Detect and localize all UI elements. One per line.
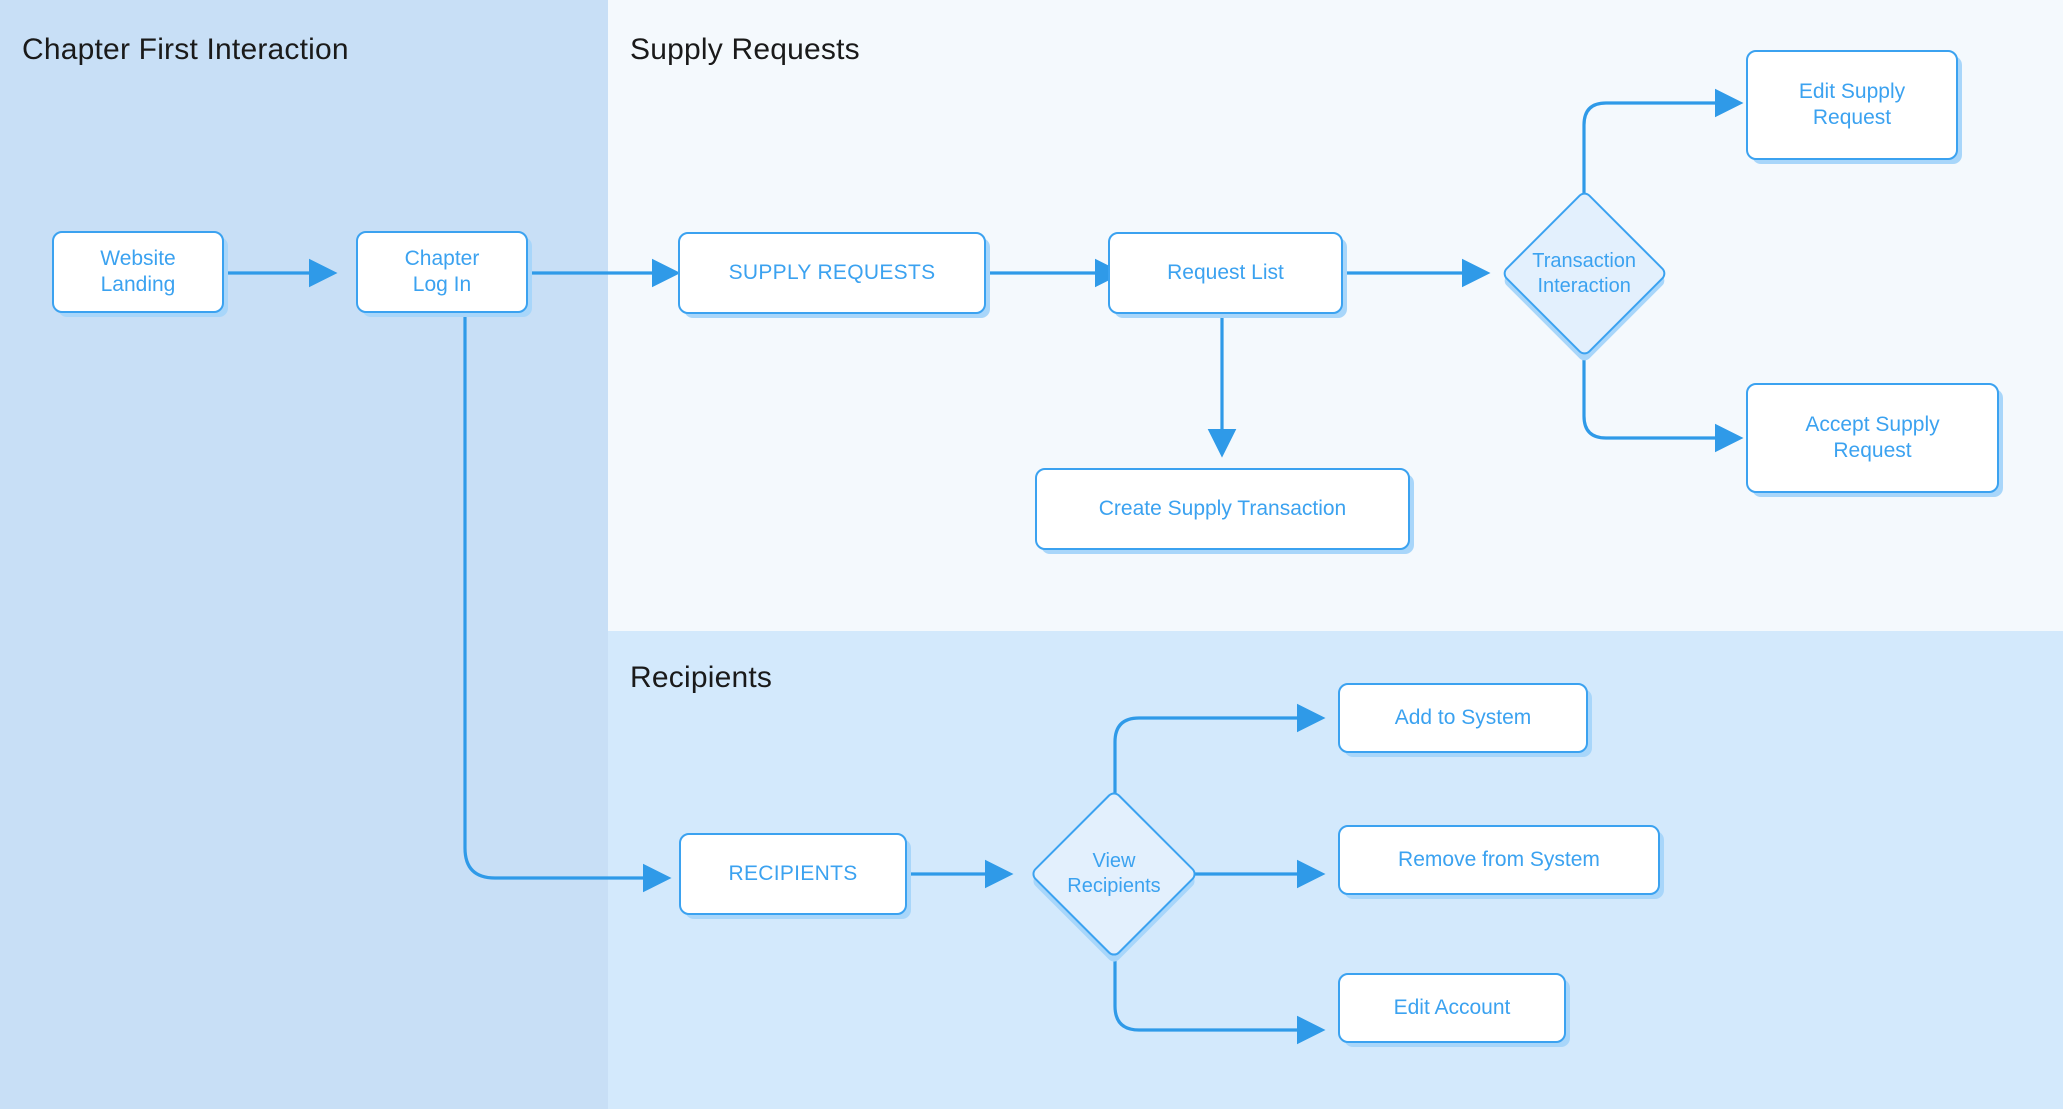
node-view-recipients-label: View Recipients	[1067, 850, 1161, 897]
panel-title-chapter-first-interaction: Chapter First Interaction	[22, 33, 349, 66]
node-website-landing[interactable]: Website Landing	[52, 231, 224, 313]
node-remove-from-system[interactable]: Remove from System	[1338, 825, 1660, 895]
panel-chapter-first-interaction	[0, 0, 608, 1109]
node-edit-account[interactable]: Edit Account	[1338, 973, 1566, 1043]
node-transaction-interaction-label: Transaction Interaction	[1532, 249, 1637, 297]
node-accept-supply-request[interactable]: Accept Supply Request	[1746, 383, 1999, 493]
node-request-list[interactable]: Request List	[1108, 232, 1343, 314]
node-recipients[interactable]: RECIPIENTS	[679, 833, 907, 915]
node-supply-requests[interactable]: SUPPLY REQUESTS	[678, 232, 986, 314]
panel-title-supply-requests: Supply Requests	[630, 33, 860, 66]
node-edit-supply-request[interactable]: Edit Supply Request	[1746, 50, 1958, 160]
node-chapter-log-in[interactable]: Chapter Log In	[356, 231, 528, 313]
node-add-to-system[interactable]: Add to System	[1338, 683, 1588, 753]
panel-title-recipients: Recipients	[630, 661, 773, 694]
node-create-supply-transaction[interactable]: Create Supply Transaction	[1035, 468, 1410, 550]
